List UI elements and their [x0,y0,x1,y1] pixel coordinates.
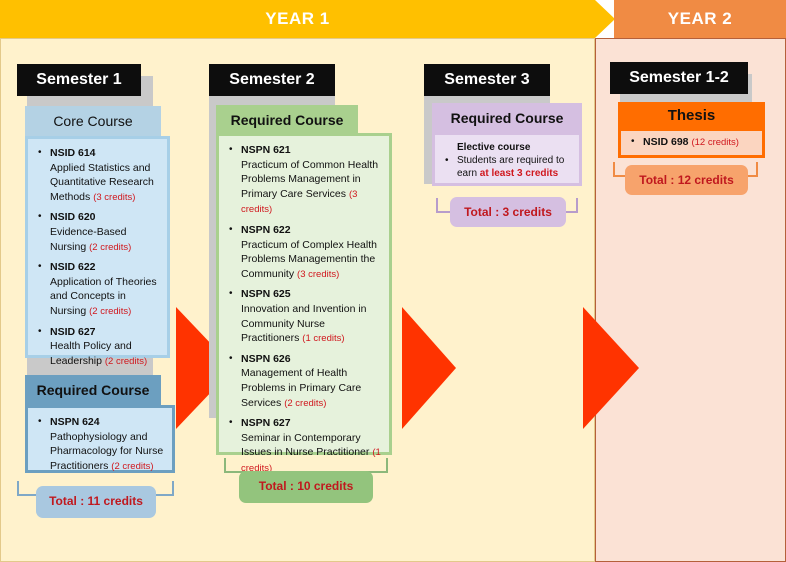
course-code: NSPN 626 [241,352,291,365]
course-code: NSPN 621 [241,144,291,156]
course-code: NSPN 622 [241,223,291,236]
course-credits: (3 credits) [241,188,358,216]
course-code: NSID 622 [50,261,96,274]
course-credits: (3 credits) [297,268,340,280]
course-name: Innovation and Invention in Community Nu… [241,302,367,345]
semester12-title: Semester 1-2 [610,62,748,94]
semester3-elective-title: Elective course [457,142,531,153]
semester3-total-word: Total [464,205,492,219]
course-name: Health Policy and Leadership [50,340,132,367]
semester1-core-tab: Core Course [25,106,161,136]
semester1-required-tab: Required Course [25,375,161,405]
course-name: Management of Health Problems in Primary… [241,367,362,409]
year2-header: YEAR 2 [614,0,786,38]
course-credits: (2 credits) [89,305,132,317]
semester3-bullet: • [445,155,449,166]
semester2-total-word: Total [258,479,287,493]
semester1-total-word: Total [49,494,77,508]
course-name: Application of Theories and Concepts in … [50,275,157,317]
course-code: NSID 627 [50,325,96,338]
semester1-total-value: : 11 credits [80,494,143,508]
semester2-title: Semester 2 [209,64,335,96]
semester3-elective-credits: at least 3 credits [479,168,559,179]
course-code: NSPN 625 [241,288,291,301]
year1-header: YEAR 1 [0,0,595,38]
semester12-total-word: Total [639,173,668,187]
course-credits: (2 credits) [284,397,327,409]
course-name: Applied Statistics and Quantitative Rese… [50,161,154,203]
course-credits: (2 credits) [104,355,148,367]
course-credits: (2 credits) [111,460,154,472]
semester12-thesis-box: NSID 698 (12 credits) [618,128,765,158]
course-name: Seminar in Contemporary Issues in Nurse … [241,431,370,459]
course-code: NSID 620 [50,211,96,224]
semester12-total-value: : 12 credits [670,173,734,187]
course-name: Practicum of Complex Health Problems Man… [241,238,377,280]
semester3-total-value: : 3 credits [495,205,552,219]
semester3-total: Total : 3 credits [450,197,566,227]
course-name: Evidence-Based Nursing [50,225,127,253]
course-credits: (3 credits) [93,191,136,203]
course-credits: (1 credits) [302,333,345,345]
course-credits: (2 credits) [89,241,132,253]
semester2-total-value: : 10 credits [289,479,354,493]
semester2-total: Total : 10 credits [239,471,373,503]
arrow-semester3-to-12 [583,307,639,429]
course-code: NSPN 624 [50,416,100,428]
semester1-total: Total : 11 credits [36,486,156,518]
semester12-thesis-credits: (12 credits) [691,137,739,148]
course-code: NSPN 627 [241,417,291,430]
semester3-required-tab: Required Course [432,103,582,133]
semester3-title: Semester 3 [424,64,550,96]
semester12-thesis-item: NSID 698 (12 credits) [629,135,756,151]
semester3-required-box: Elective course • Students are required … [432,132,582,186]
course-code: NSID 614 [50,147,96,159]
semester3-elective-text: Students are required to earn [457,155,565,179]
semester3-elective: Elective course • Students are required … [443,141,573,180]
semester12-total: Total : 12 credits [625,165,748,195]
course-name: Practicum of Common Health Problems Mana… [241,158,379,200]
course-name: Pathophysiology and Pharmacology for Nur… [50,430,164,472]
semester12-thesis-code: NSID 698 [643,136,689,148]
arrow-semester2-to-3 [402,307,456,429]
semester2-required-tab: Required Course [216,105,358,135]
course-credits: (1 credits) [241,447,381,474]
year1-header-arrow [595,0,615,38]
semester1-title: Semester 1 [17,64,141,96]
semester12-thesis-tab: Thesis [618,102,765,129]
